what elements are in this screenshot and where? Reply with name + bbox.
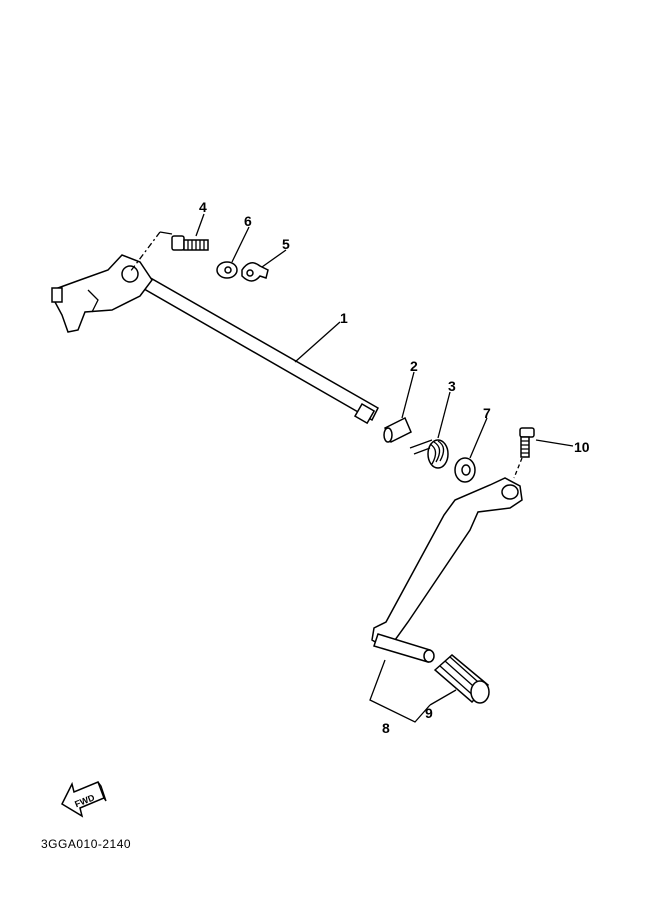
torsion-spring-3 <box>409 439 449 469</box>
callout-9: 9 <box>425 705 433 721</box>
drawing-code: 3GGA010-2140 <box>41 837 131 851</box>
callout-4: 4 <box>199 199 207 215</box>
callout-7: 7 <box>483 405 491 421</box>
leader-4 <box>195 213 205 237</box>
washer-7 <box>454 457 476 483</box>
leader-7 <box>469 417 488 459</box>
nut-6 <box>216 261 238 279</box>
leader-2 <box>401 371 415 419</box>
collar-2 <box>383 416 412 444</box>
leader-8 <box>369 659 431 723</box>
callout-8: 8 <box>382 720 390 736</box>
leader-3 <box>437 391 451 439</box>
shift-pedal-8 <box>371 477 523 663</box>
leader-9 <box>429 689 457 706</box>
leader-1 <box>294 321 341 363</box>
pedal-rubber-9 <box>433 654 490 704</box>
lock-washer-5 <box>241 262 269 282</box>
callout-3: 3 <box>448 378 456 394</box>
shift-shaft <box>130 271 379 425</box>
bolt-4 <box>171 235 209 251</box>
leader-5 <box>261 249 287 268</box>
shift-arm <box>51 254 153 333</box>
callout-1: 1 <box>340 310 348 326</box>
callout-5: 5 <box>282 236 290 252</box>
callout-2: 2 <box>410 358 418 374</box>
callout-10: 10 <box>574 439 590 455</box>
leader-10 <box>535 439 574 447</box>
bolt-10 <box>513 427 535 479</box>
callout-6: 6 <box>244 213 252 229</box>
forward-arrow-icon: FWD <box>61 781 107 818</box>
leader-6 <box>231 226 250 263</box>
